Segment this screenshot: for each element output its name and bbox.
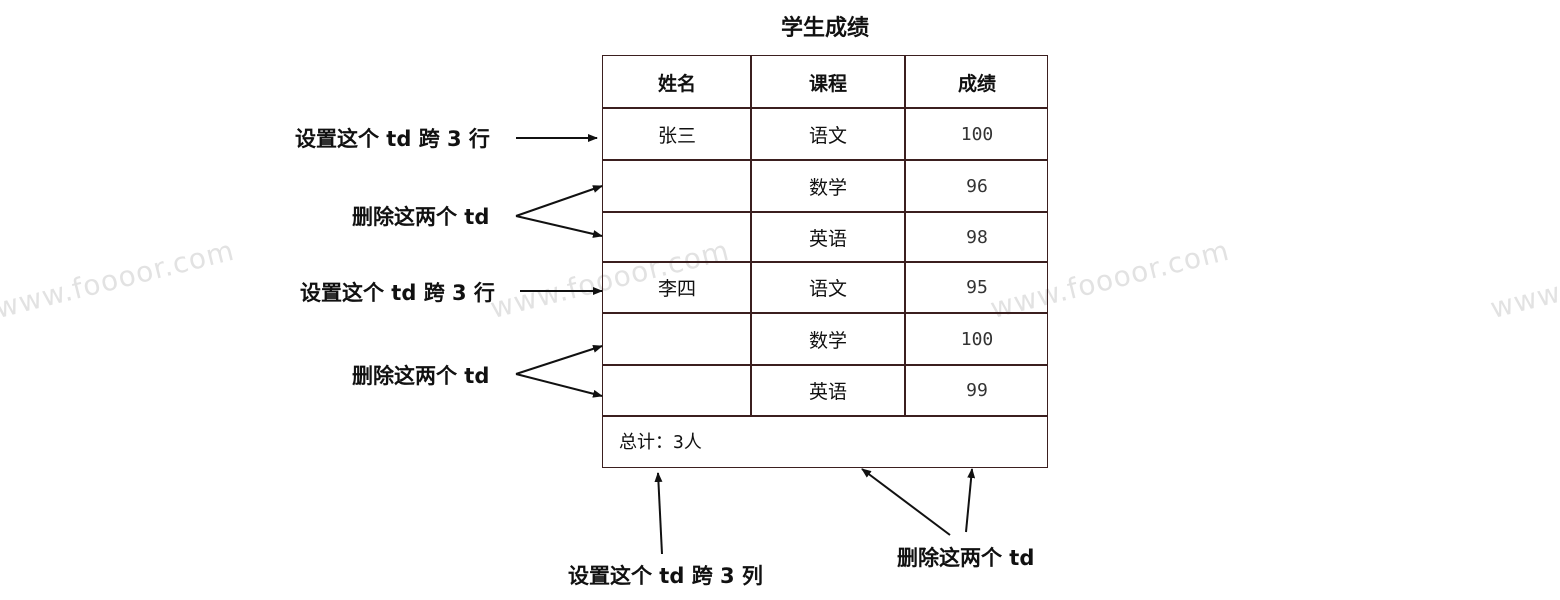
table-cell-course: 英语 bbox=[808, 381, 847, 403]
footer-value: 3人 bbox=[673, 432, 702, 453]
table-cell-name: 李四 bbox=[657, 278, 696, 300]
arrow bbox=[654, 472, 663, 555]
annotation-span-rows: 设置这个 td 跨 3 行 bbox=[300, 281, 495, 305]
arrow bbox=[515, 373, 603, 398]
watermark: www.fooоor.com bbox=[1487, 233, 1560, 325]
arrow bbox=[515, 215, 603, 238]
table-cell-course: 数学 bbox=[808, 176, 847, 199]
arrow bbox=[515, 344, 603, 375]
table-title: 学生成绩 bbox=[780, 16, 869, 41]
annotation-delete-two: 删除这两个 td bbox=[897, 546, 1035, 570]
table-cell-name: 张三 bbox=[657, 124, 696, 147]
arrow bbox=[515, 185, 603, 217]
arrow bbox=[861, 468, 951, 536]
table-cell-score: 95 bbox=[966, 277, 988, 298]
table-cell-score: 98 bbox=[966, 226, 988, 248]
header-name: 姓名 bbox=[657, 72, 696, 95]
table-cell-score: 99 bbox=[966, 380, 988, 401]
table-cell-course: 英语 bbox=[808, 227, 847, 250]
header-course: 课程 bbox=[808, 72, 847, 95]
score-table: 姓名 课程 成绩 张三 语文 100 数学 96 英语 98 李四 语文 95 … bbox=[602, 55, 1048, 468]
table-cell-course: 语文 bbox=[808, 124, 847, 147]
table-cell-course: 语文 bbox=[808, 278, 847, 300]
table-cell-score: 100 bbox=[960, 123, 994, 145]
table-cell-score: 100 bbox=[960, 328, 994, 350]
header-score: 成绩 bbox=[957, 72, 996, 95]
annotation-span-cols: 设置这个 td 跨 3 列 bbox=[568, 564, 763, 588]
annotation-span-rows: 设置这个 td 跨 3 行 bbox=[295, 127, 490, 151]
table-cell-score: 96 bbox=[966, 175, 988, 197]
annotation-delete-two: 删除这两个 td bbox=[352, 205, 490, 229]
watermark: www.fooоor.com bbox=[0, 233, 238, 325]
annotation-delete-two: 删除这两个 td bbox=[352, 364, 490, 388]
arrow bbox=[965, 468, 976, 533]
table-cell-course: 数学 bbox=[808, 329, 847, 352]
table-footer: 总计：3人 bbox=[603, 416, 1049, 466]
footer-label: 总计： bbox=[619, 432, 673, 453]
